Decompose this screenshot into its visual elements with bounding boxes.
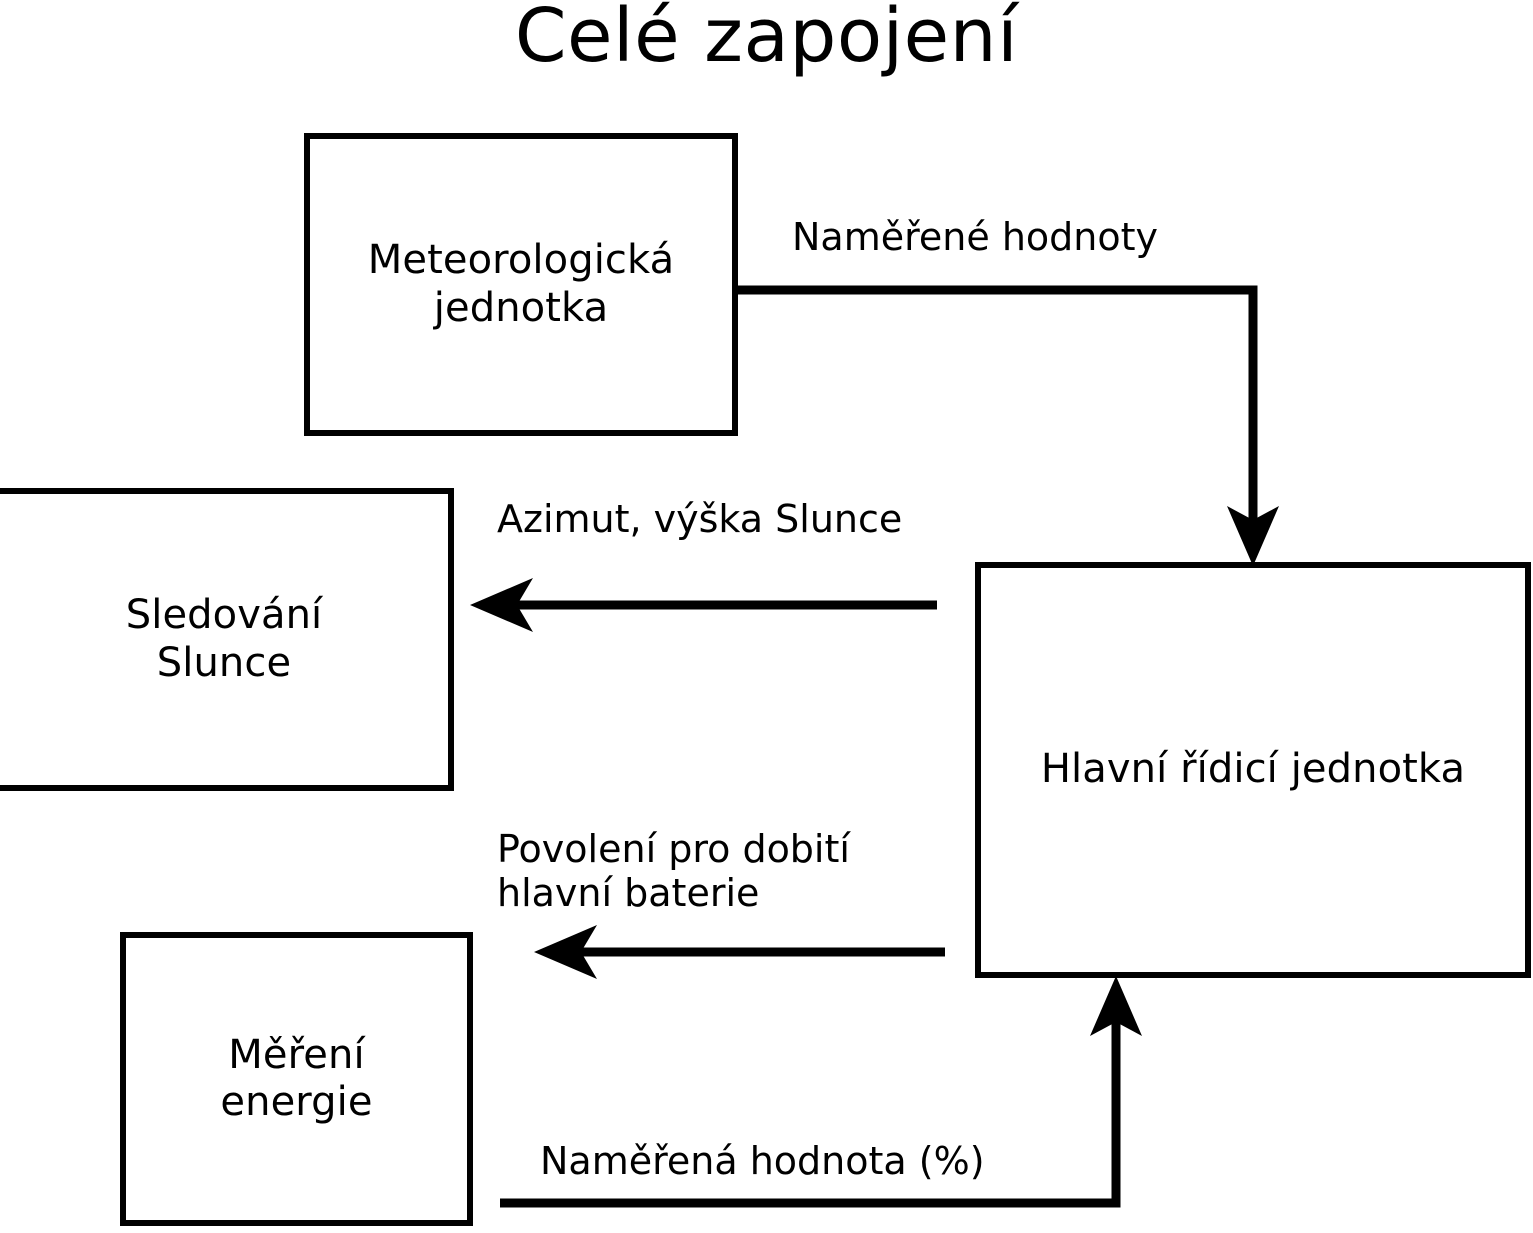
node-energy-measurement-label: Měření energie bbox=[220, 1031, 373, 1125]
connector-energy-to-control bbox=[500, 976, 1142, 1208]
node-main-control-unit-label: Hlavní řídicí jednotka bbox=[1040, 746, 1466, 793]
node-meteo-unit-label: Meteorologická jednotka bbox=[367, 237, 675, 331]
connector-control-to-energy bbox=[534, 925, 945, 979]
node-sun-tracking-label: Sledování Slunce bbox=[125, 592, 323, 686]
node-energy-measurement[interactable]: Měření energie bbox=[120, 932, 473, 1226]
page-title: Celé zapojení bbox=[514, 0, 1019, 79]
edge-label-control-to-sun-tracking: Azimut, výška Slunce bbox=[497, 497, 903, 541]
node-main-control-unit[interactable]: Hlavní řídicí jednotka bbox=[975, 562, 1531, 978]
node-meteo-unit[interactable]: Meteorologická jednotka bbox=[304, 133, 738, 436]
edge-label-control-to-energy: Povolení pro dobití hlavní baterie bbox=[497, 827, 850, 915]
node-sun-tracking[interactable]: Sledování Slunce bbox=[0, 488, 454, 791]
connector-meteo-to-control bbox=[735, 285, 1279, 566]
connector-control-to-sun-tracking bbox=[470, 578, 937, 632]
edge-label-energy-to-control: Naměřená hodnota (%) bbox=[540, 1139, 985, 1183]
edge-label-meteo-to-control: Naměřené hodnoty bbox=[792, 215, 1158, 259]
